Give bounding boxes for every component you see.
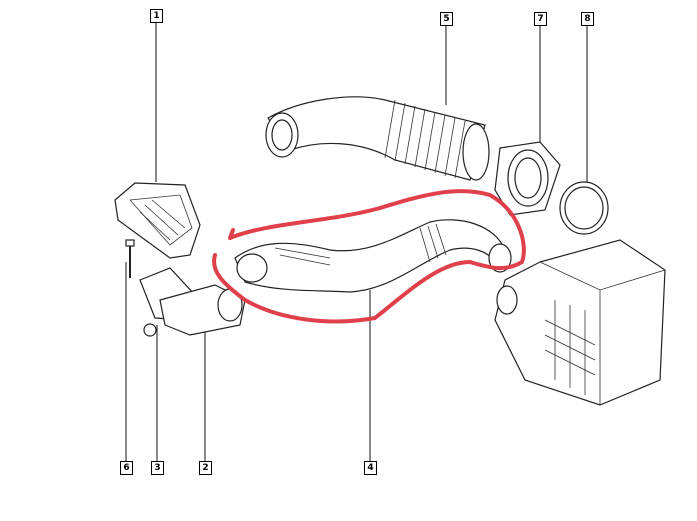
leader-lines xyxy=(125,22,588,462)
intake-air-duct xyxy=(234,219,512,293)
lower-intake-duct xyxy=(159,284,246,336)
air-flow-sensor xyxy=(494,141,561,216)
resonator-cover xyxy=(114,182,201,259)
air-filter-box xyxy=(494,239,666,406)
bolt xyxy=(125,239,135,278)
callout-7: 7 xyxy=(534,12,547,26)
callout-6: 6 xyxy=(120,461,133,475)
callout-1: 1 xyxy=(150,9,163,23)
upper-air-hose xyxy=(265,96,490,181)
callout-5: 5 xyxy=(440,12,453,26)
callout-3: 3 xyxy=(151,461,164,475)
callout-4: 4 xyxy=(364,461,377,475)
highlight-outline xyxy=(212,189,526,324)
callout-8: 8 xyxy=(581,12,594,26)
o-ring-seal xyxy=(559,181,609,235)
callout-2: 2 xyxy=(199,461,212,475)
